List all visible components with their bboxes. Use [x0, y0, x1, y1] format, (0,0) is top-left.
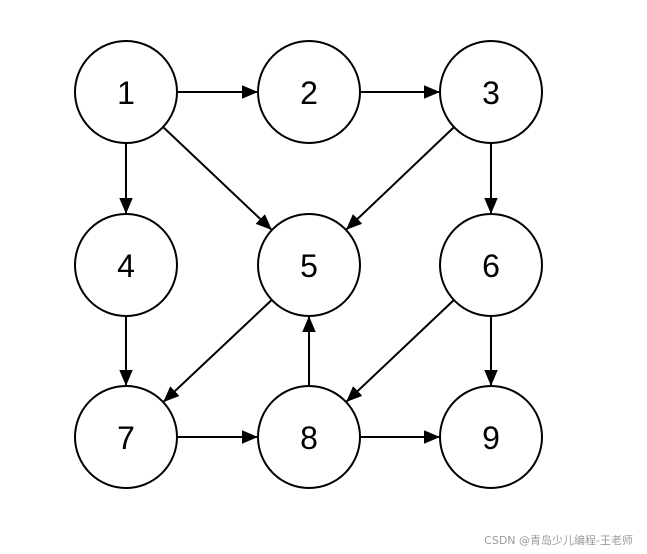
edge-6-to-8 — [345, 299, 455, 403]
node-label: 7 — [117, 420, 135, 456]
node-circle — [439, 40, 543, 144]
nodes-layer: 1 2 3 4 5 6 7 8 9 — [74, 40, 543, 489]
node-circle — [257, 213, 361, 317]
node-7: 7 — [74, 385, 178, 489]
edges-layer — [119, 85, 498, 444]
node-circle — [257, 385, 361, 489]
node-5: 5 — [257, 213, 361, 317]
node-label: 9 — [482, 420, 500, 456]
node-4: 4 — [74, 213, 178, 317]
edge-3-to-5 — [345, 126, 455, 231]
node-3: 3 — [439, 40, 543, 144]
node-label: 1 — [117, 75, 135, 111]
node-circle — [74, 40, 178, 144]
node-label: 3 — [482, 75, 500, 111]
node-circle — [74, 385, 178, 489]
node-circle — [439, 213, 543, 317]
node-8: 8 — [257, 385, 361, 489]
node-circle — [439, 385, 543, 489]
node-label: 6 — [482, 248, 500, 284]
node-2: 2 — [257, 40, 361, 144]
node-label: 8 — [300, 420, 318, 456]
watermark: CSDN @青岛少儿编程-王老师 — [484, 534, 633, 547]
node-9: 9 — [439, 385, 543, 489]
node-label: 4 — [117, 248, 135, 284]
edge-5-to-7 — [162, 299, 273, 403]
node-label: 5 — [300, 248, 318, 284]
node-label: 2 — [300, 75, 318, 111]
edge-1-to-5 — [162, 126, 273, 231]
node-circle — [74, 213, 178, 317]
node-circle — [257, 40, 361, 144]
node-1: 1 — [74, 40, 178, 144]
node-6: 6 — [439, 213, 543, 317]
